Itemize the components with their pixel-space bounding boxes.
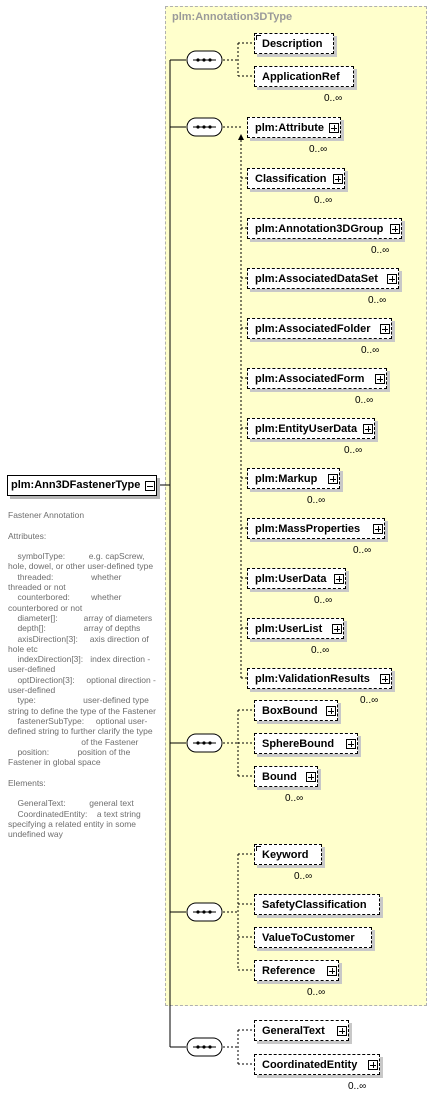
cardinality-label: 0..∞	[355, 395, 374, 406]
element-safety-classification[interactable]: SafetyClassification	[254, 894, 380, 915]
element-label: Bound	[262, 771, 297, 783]
element-reference[interactable]: Reference	[254, 960, 339, 981]
element-label: Keyword	[262, 849, 309, 861]
sequence-compositor-5	[186, 1037, 223, 1057]
sequence-compositor-1	[186, 50, 223, 70]
expand-icon[interactable]	[373, 524, 383, 534]
expand-icon[interactable]	[306, 772, 316, 782]
element-label: plm:MassProperties	[255, 523, 361, 535]
expand-icon[interactable]	[337, 1026, 347, 1036]
element-coordinated-entity[interactable]: CoordinatedEntity	[254, 1054, 380, 1075]
element-attribute[interactable]: plm:Attribute	[247, 117, 341, 138]
expand-icon[interactable]	[387, 274, 397, 284]
cardinality-label: 0..∞	[294, 871, 313, 882]
element-value-to-customer[interactable]: ValueToCustomer	[254, 927, 372, 948]
element-markup[interactable]: plm:Markup	[247, 468, 340, 489]
element-user-data[interactable]: plm:UserData	[247, 568, 346, 589]
expand-icon[interactable]	[326, 706, 336, 716]
cardinality-label: 0..∞	[371, 245, 390, 256]
element-entity-user-data[interactable]: plm:EntityUserData	[247, 418, 375, 439]
cardinality-label: 0..∞	[314, 195, 333, 206]
element-label: CoordinatedEntity	[262, 1059, 358, 1071]
documentation-marker-icon	[256, 846, 261, 851]
element-box-bound[interactable]: BoxBound	[254, 700, 338, 721]
element-mass-properties[interactable]: plm:MassProperties	[247, 518, 385, 539]
expand-icon[interactable]	[380, 324, 390, 334]
element-label: plm:Attribute	[255, 122, 325, 134]
cardinality-label: 0..∞	[307, 495, 326, 506]
element-associated-data-set[interactable]: plm:AssociatedDataSet	[247, 268, 399, 289]
cardinality-label: 0..∞	[311, 645, 330, 656]
element-label: plm:ValidationResults	[255, 673, 370, 685]
root-element[interactable]: plm:Ann3DFastenerType	[7, 475, 157, 496]
cardinality-label: 0..∞	[348, 1081, 367, 1092]
element-description[interactable]: Description	[254, 33, 334, 54]
cardinality-label: 0..∞	[324, 93, 343, 104]
element-classification[interactable]: Classification	[247, 168, 345, 189]
element-label: GeneralText	[262, 1025, 325, 1037]
cardinality-label: 0..∞	[368, 295, 387, 306]
element-keyword[interactable]: Keyword	[254, 844, 322, 865]
element-label: Reference	[262, 965, 316, 977]
cardinality-label: 0..∞	[307, 987, 326, 998]
element-validation-results[interactable]: plm:ValidationResults	[247, 668, 392, 689]
element-general-text[interactable]: GeneralText	[254, 1020, 349, 1041]
element-associated-form[interactable]: plm:AssociatedForm	[247, 368, 387, 389]
element-label: plm:AssociatedFolder	[255, 323, 371, 335]
expand-icon[interactable]	[332, 624, 342, 634]
cardinality-label: 0..∞	[344, 445, 363, 456]
root-element-label: plm:Ann3DFastenerType	[11, 479, 141, 491]
sequence-compositor-2	[186, 117, 223, 137]
element-application-ref[interactable]: ApplicationRef	[254, 66, 354, 87]
element-label: plm:AssociatedDataSet	[255, 273, 378, 285]
element-label: Description	[262, 38, 323, 50]
element-label: plm:AssociatedForm	[255, 373, 365, 385]
cardinality-label: 0..∞	[309, 144, 328, 155]
element-label: SphereBound	[262, 738, 335, 750]
element-label: plm:Annotation3DGroup	[255, 223, 384, 235]
element-sphere-bound[interactable]: SphereBound	[254, 733, 358, 754]
cardinality-label: 0..∞	[314, 595, 333, 606]
substitution-arrow	[238, 134, 244, 140]
cardinality-label: 0..∞	[285, 793, 304, 804]
expand-icon[interactable]	[333, 174, 343, 184]
element-user-list[interactable]: plm:UserList	[247, 618, 344, 639]
element-label: Classification	[255, 173, 327, 185]
collapse-icon[interactable]	[145, 481, 155, 491]
element-label: plm:Markup	[255, 473, 318, 485]
expand-icon[interactable]	[368, 1060, 378, 1070]
element-label: ApplicationRef	[262, 71, 340, 83]
element-associated-folder[interactable]: plm:AssociatedFolder	[247, 318, 392, 339]
sequence-compositor-3	[186, 733, 223, 753]
cardinality-label: 0..∞	[361, 345, 380, 356]
expand-icon[interactable]	[363, 424, 373, 434]
expand-icon[interactable]	[380, 674, 390, 684]
documentation-marker-icon	[256, 35, 261, 40]
element-bound[interactable]: Bound	[254, 766, 318, 787]
element-label: plm:UserList	[255, 623, 323, 635]
sequence-compositor-4	[186, 902, 223, 922]
element-label: plm:UserData	[255, 573, 327, 585]
documentation-text: Fastener Annotation Attributes: symbolTy…	[8, 510, 156, 840]
expand-icon[interactable]	[375, 374, 385, 384]
cardinality-label: 0..∞	[360, 695, 379, 706]
element-label: SafetyClassification	[262, 899, 367, 911]
element-label: BoxBound	[262, 705, 318, 717]
expand-icon[interactable]	[334, 574, 344, 584]
element-label: plm:EntityUserData	[255, 423, 358, 435]
expand-icon[interactable]	[346, 739, 356, 749]
expand-icon[interactable]	[390, 224, 400, 234]
expand-icon[interactable]	[329, 123, 339, 133]
element-annotation-3d-group[interactable]: plm:Annotation3DGroup	[247, 218, 402, 239]
cardinality-label: 0..∞	[353, 545, 372, 556]
expand-icon[interactable]	[328, 474, 338, 484]
expand-icon[interactable]	[327, 966, 337, 976]
element-label: ValueToCustomer	[262, 932, 355, 944]
